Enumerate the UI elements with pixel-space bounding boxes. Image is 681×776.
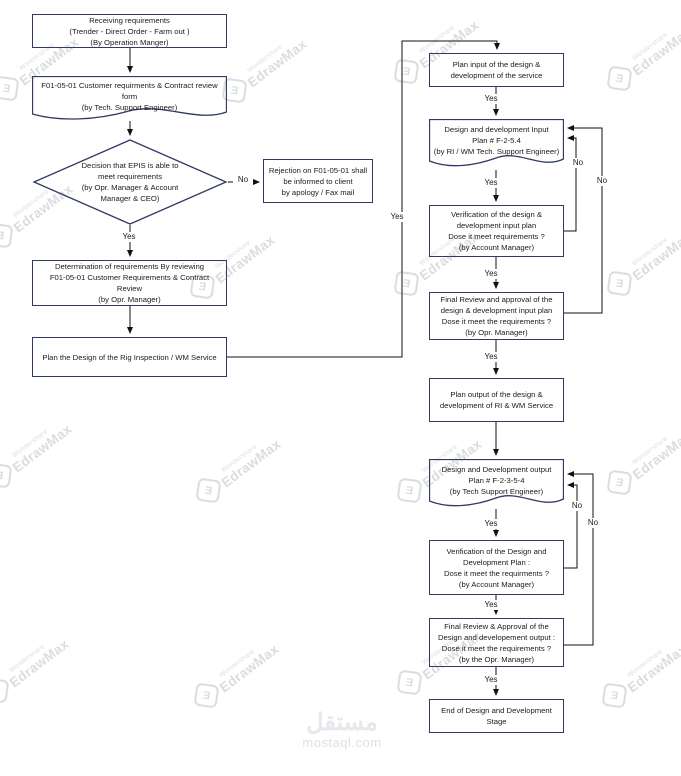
node-label: Final Review and approval of the design …	[440, 295, 553, 337]
node-decision-epis: Decision that EPIS is able to meet requi…	[32, 139, 228, 225]
label-yes-verify-input: Yes	[478, 269, 504, 279]
mostaql-watermark: مستقل mostaql.com	[278, 710, 406, 750]
label-yes-input-plan: Yes	[478, 178, 504, 188]
watermark-brand-large: EdrawMax	[244, 35, 310, 90]
node-label: Rejection on F01-05-01 shall be informed…	[268, 165, 368, 197]
label-no-verify-input: No	[568, 158, 588, 168]
diamond-shape	[32, 139, 228, 225]
label-no-verify-output: No	[567, 501, 587, 511]
document-shape	[429, 459, 564, 507]
label-yes-verify-output: Yes	[478, 600, 504, 610]
label-no-decision: No	[233, 175, 253, 185]
node-dd-input-plan: Design and development Input Plan # F-2-…	[429, 119, 564, 172]
watermark-brand-large: EdrawMax	[218, 435, 284, 490]
watermark-brand-small: Wondershare	[218, 648, 257, 680]
node-label: Plan the Design of the Rig Inspection / …	[42, 352, 217, 362]
watermark-brand-large: EdrawMax	[629, 23, 681, 78]
label-no-final-input: No	[592, 176, 612, 186]
edrawmax-logo-icon: Ǝ	[393, 270, 420, 297]
label-yes-final-input: Yes	[478, 352, 504, 362]
node-label: Plan input of the design & development o…	[450, 60, 543, 80]
node-verify-output-plan: Verification of the Design and Developme…	[429, 540, 564, 595]
node-plan-input: Plan input of the design & development o…	[429, 53, 564, 87]
edrawmax-logo-icon: Ǝ	[195, 477, 222, 504]
edrawmax-logo-icon: Ǝ	[606, 270, 633, 297]
node-label: Verification of the design & development…	[448, 210, 545, 252]
edrawmax-logo-icon: Ǝ	[193, 682, 220, 709]
node-label: Plan output of the design & development …	[439, 390, 554, 410]
node-label: Final Review & Approval of the Design an…	[437, 621, 556, 664]
label-yes-plan-input: Yes	[478, 94, 504, 104]
watermark-brand-large: EdrawMax	[216, 640, 282, 695]
watermark-brand-small: Wondershare	[220, 443, 259, 475]
label-yes-output-plan: Yes	[478, 519, 504, 529]
watermark-brand-small: Wondershare	[631, 31, 670, 63]
label-yes-decision: Yes	[116, 232, 142, 242]
node-verify-input-plan: Verification of the design & development…	[429, 205, 564, 257]
mostaql-arabic-logo: مستقل	[306, 709, 378, 736]
node-end-stage: End of Design and Development Stage	[429, 699, 564, 733]
mostaql-domain: mostaql.com	[302, 735, 382, 750]
node-label: Determination of requirements By reviewi…	[49, 262, 210, 304]
node-final-review-output: Final Review & Approval of the Design an…	[429, 618, 564, 667]
node-determination: Determination of requirements By reviewi…	[32, 260, 227, 306]
watermark-brand-small: Wondershare	[418, 24, 457, 56]
node-label: Verification of the Design and Developme…	[443, 546, 550, 589]
label-yes-mainline: Yes	[384, 212, 410, 222]
watermark-brand-small: Wondershare	[246, 43, 285, 75]
watermark-brand-small: Wondershare	[626, 648, 665, 680]
edrawmax-logo-icon: Ǝ	[0, 462, 13, 489]
watermark-brand-small: Wondershare	[631, 236, 670, 268]
watermark-brand-large: EdrawMax	[629, 427, 681, 482]
edrawmax-logo-icon: Ǝ	[601, 682, 628, 709]
node-contract-review-form: F01-05-01 Customer requirments & Contrac…	[32, 76, 227, 125]
watermark-brand-large: EdrawMax	[9, 420, 75, 475]
watermark-brand-large: EdrawMax	[6, 635, 72, 690]
watermark-brand-large: EdrawMax	[629, 228, 681, 283]
edrawmax-logo-icon: Ǝ	[606, 65, 633, 92]
document-shape	[32, 76, 227, 120]
node-rejection: Rejection on F01-05-01 shall be informed…	[263, 159, 373, 203]
watermark-brand-small: Wondershare	[631, 435, 670, 467]
edrawmax-logo-icon: Ǝ	[396, 669, 423, 696]
node-final-review-input: Final Review and approval of the design …	[429, 292, 564, 340]
node-label: Design and Development output Plan # F-2…	[441, 465, 552, 496]
node-label: Decision that EPIS is able to meet requi…	[81, 161, 179, 203]
node-receiving-requirements: Receiving requirements (Trender - Direct…	[32, 14, 227, 48]
edrawmax-logo-icon: Ǝ	[0, 222, 14, 249]
node-label: Receiving requirements (Trender - Direct…	[69, 15, 190, 47]
node-label: F01-05-01 Customer requirments & Contrac…	[41, 81, 218, 112]
node-label: End of Design and Development Stage	[441, 706, 552, 726]
edrawmax-logo-icon: Ǝ	[0, 677, 10, 704]
node-plan-design: Plan the Design of the Rig Inspection / …	[32, 337, 227, 377]
watermark-brand-large: EdrawMax	[624, 640, 681, 695]
label-yes-final-output: Yes	[478, 675, 504, 685]
node-plan-output: Plan output of the design & development …	[429, 378, 564, 422]
edrawmax-logo-icon: Ǝ	[396, 477, 423, 504]
edrawmax-logo-icon: Ǝ	[606, 469, 633, 496]
watermark-brand-small: Wondershare	[11, 428, 50, 460]
node-dd-output-plan: Design and Development output Plan # F-2…	[429, 459, 564, 512]
edrawmax-logo-icon: Ǝ	[393, 58, 420, 85]
node-label: Design and development Input Plan # F-2-…	[433, 125, 560, 156]
label-no-final-output: No	[583, 518, 603, 528]
edrawmax-logo-icon: Ǝ	[0, 75, 20, 102]
watermark-brand-small: Wondershare	[8, 643, 47, 675]
